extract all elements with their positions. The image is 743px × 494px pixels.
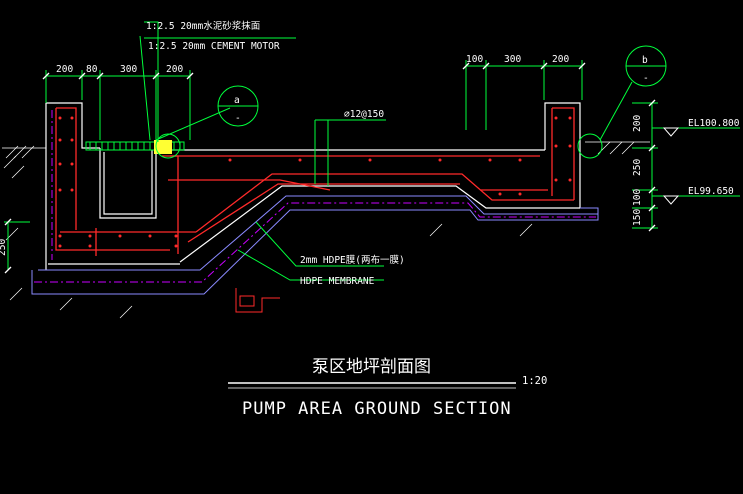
hdpe-note-cn: 2mm HDPE膜(两布一膜) xyxy=(300,254,405,266)
detail-a-letter: a xyxy=(234,95,240,106)
title-cn: 泵区地坪剖面图 xyxy=(312,357,431,377)
dim-right-3: 100 xyxy=(632,189,643,206)
elevation-markers xyxy=(662,127,680,205)
drain-symbol xyxy=(235,288,280,313)
title-scale: 1:20 xyxy=(522,375,547,387)
mortar-note-cn: 1:2.5 20mm水泥砂浆抹面 xyxy=(146,20,260,32)
dimension-lines xyxy=(4,21,740,281)
trench-grating-support xyxy=(154,140,172,154)
detail-a-sub: - xyxy=(235,113,241,124)
dim-top-left-1: 200 xyxy=(56,64,73,75)
dim-right-2: 250 xyxy=(632,159,643,176)
detail-b-sub: - xyxy=(643,73,649,84)
rebar-note: ⌀12@150 xyxy=(344,109,384,120)
dim-top-right-3: 200 xyxy=(552,54,569,65)
elevation-bottom: EL99.650 xyxy=(688,186,734,197)
detail-circles xyxy=(155,45,667,159)
dim-top-right-1: 100 xyxy=(466,54,483,65)
dim-top-left-4: 200 xyxy=(166,64,183,75)
dim-right-1: 200 xyxy=(632,115,643,132)
base-layer xyxy=(31,195,599,295)
elevation-top: EL100.800 xyxy=(688,118,740,129)
dim-right-4: 150 xyxy=(632,209,643,226)
hdpe-note-en: HDPE MEMBRANE xyxy=(300,276,375,287)
dim-top-right-2: 300 xyxy=(504,54,521,65)
dim-top-left-2: 80 xyxy=(86,64,98,75)
mortar-note-en: 1:2.5 20mm CEMENT MOTOR xyxy=(148,41,280,52)
dim-left: 250 xyxy=(0,239,8,256)
rebar-dots xyxy=(58,116,572,248)
title-en: PUMP AREA GROUND SECTION xyxy=(242,399,512,419)
dim-top-left-3: 300 xyxy=(120,64,137,75)
detail-b-letter: b xyxy=(642,55,648,66)
hdpe-membrane xyxy=(34,110,596,283)
rebar xyxy=(55,107,575,256)
dimension-ticks xyxy=(4,62,656,274)
concrete-outline xyxy=(45,102,581,270)
